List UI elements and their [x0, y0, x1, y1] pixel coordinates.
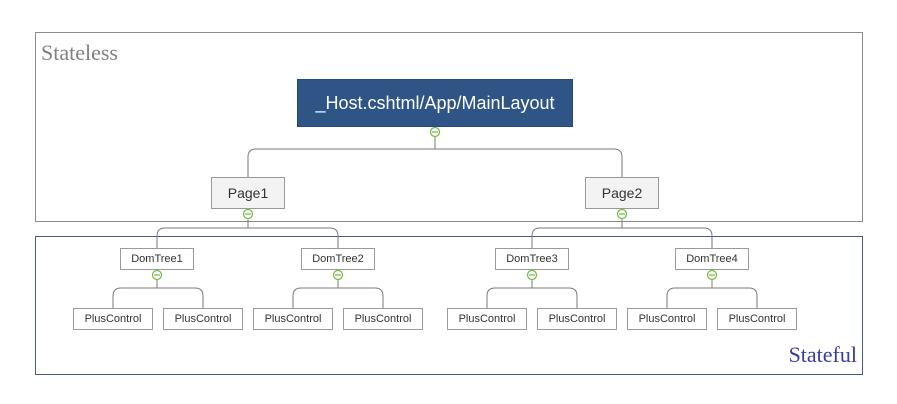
collapse-icon[interactable] — [151, 269, 163, 281]
plus-control-node[interactable]: PlusControl — [253, 308, 333, 330]
page-node[interactable]: Page1 — [211, 177, 285, 209]
plus-control-node[interactable]: PlusControl — [163, 308, 243, 330]
collapse-icons — [151, 126, 718, 281]
stateless-label: Stateless — [41, 40, 118, 65]
collapse-icon[interactable] — [429, 126, 441, 138]
plus-control-node[interactable]: PlusControl — [627, 308, 707, 330]
collapse-icon[interactable] — [616, 208, 628, 220]
page-node[interactable]: Page2 — [585, 177, 659, 209]
stateless-region — [35, 32, 863, 222]
domtree-node[interactable]: DomTree3 — [495, 248, 569, 270]
stateful-region — [35, 236, 863, 375]
collapse-icon[interactable] — [242, 208, 254, 220]
domtree-node[interactable]: DomTree2 — [301, 248, 375, 270]
plus-control-node[interactable]: PlusControl — [447, 308, 527, 330]
domtree-node[interactable]: DomTree4 — [675, 248, 749, 270]
collapse-icon[interactable] — [332, 269, 344, 281]
plus-control-node[interactable]: PlusControl — [717, 308, 797, 330]
domtree-node[interactable]: DomTree1 — [120, 248, 194, 270]
plus-control-node[interactable]: PlusControl — [343, 308, 423, 330]
collapse-icon[interactable] — [526, 269, 538, 281]
plus-control-node[interactable]: PlusControl — [73, 308, 153, 330]
collapse-icon[interactable] — [706, 269, 718, 281]
plus-control-node[interactable]: PlusControl — [537, 308, 617, 330]
root-node[interactable]: _Host.cshtml/App/MainLayout — [297, 79, 573, 127]
stateful-label: Stateful — [788, 342, 857, 367]
